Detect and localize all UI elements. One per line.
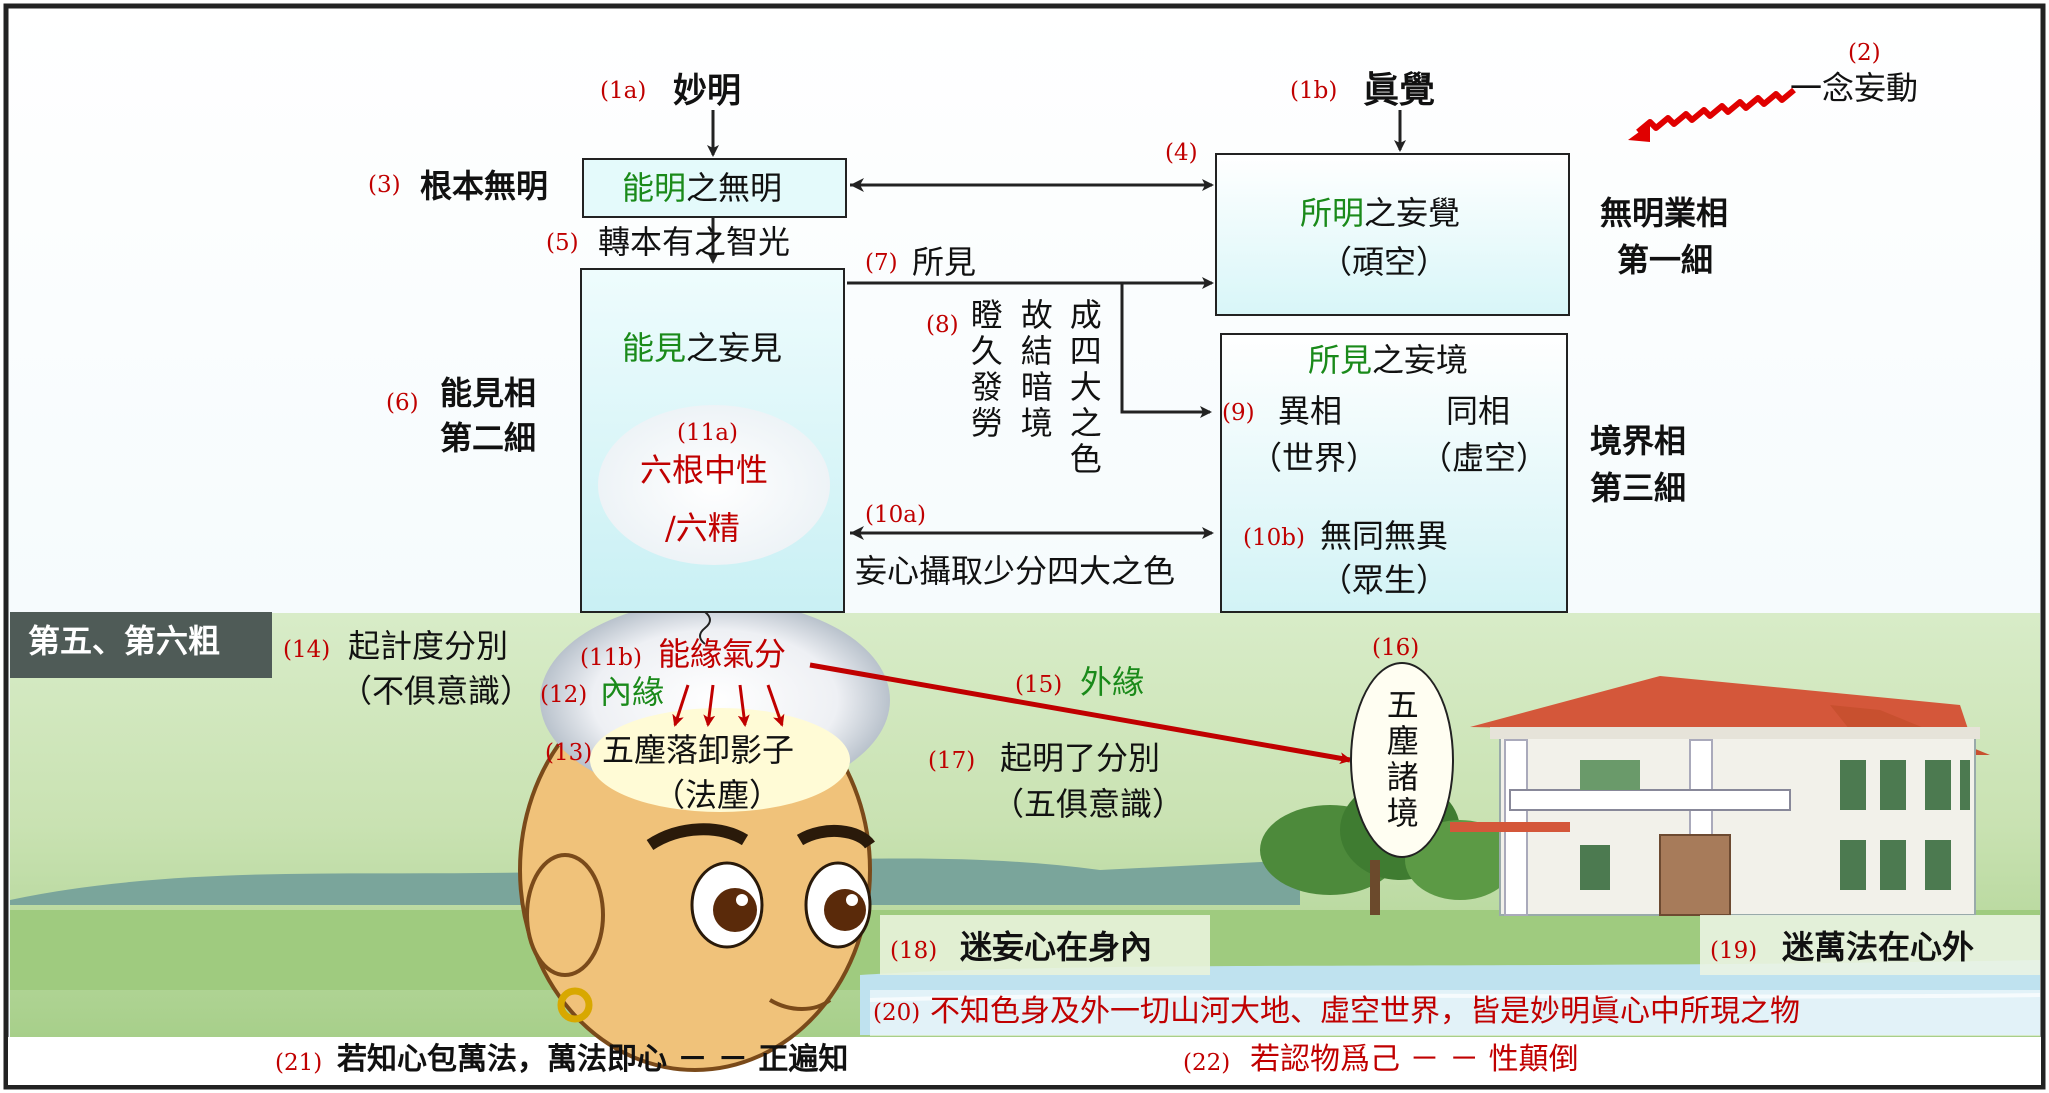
label-dierxi: 第二細 [440,419,537,457]
box3-text: 能見之妄見 [622,330,782,367]
label-5-num: (5) [546,230,579,256]
box-suojian [1220,333,1568,613]
label-16-num: (16) [1372,635,1420,661]
label-18-num: (18) [890,938,938,964]
label-11b-num: (11b) [580,645,642,671]
box1-text: 能明之無明 [622,170,782,207]
label-nengyuan: 能緣氣分 [658,635,787,673]
box2-line2: （頑空） [1320,243,1449,281]
box2-black: 之妄覺 [1364,194,1461,232]
label-3-num: (3) [368,172,401,198]
box3-black: 之妄見 [686,329,783,367]
label-col3: 瞪久發勞 [965,298,1004,442]
label-21-num: (21) [275,1050,323,1076]
label-liujing: /六精 [665,509,740,547]
label-10b-num: (10b) [1243,525,1305,551]
label-17-num: (17) [928,748,976,774]
label-bujv: （不俱意識） [340,672,533,710]
banner-text: 第五、第六粗 [28,622,221,660]
label-col1: 成四大之色 [1064,298,1103,478]
box4-title: 所見之妄境 [1308,342,1468,379]
house [1450,676,1990,916]
label-fachen: （法塵） [653,776,782,814]
box2-green: 所明 [1300,194,1365,232]
label-neiyuan: 內緣 [600,673,665,711]
label-buzhi: 不知色身及外一切山河大地、虛空世界，皆是妙明眞心中所現之物 [930,994,1800,1029]
label-tongxiang: 同相 [1446,392,1511,430]
label-zhenjue: 眞覺 [1363,69,1436,111]
label-10a-num: (10a) [865,502,926,528]
box1-green: 能明 [622,169,687,207]
label-6-num: (6) [386,390,419,416]
label-genben: 根本無明 [420,167,549,205]
label-shijie: （世界） [1250,439,1379,477]
box4-black: 之妄境 [1372,341,1469,379]
label-disanxi: 第三細 [1590,469,1687,507]
box4-green: 所見 [1308,341,1373,379]
label-xukong: （虛空） [1420,439,1549,477]
red-arrows [672,662,1352,765]
banner-bg [10,612,272,678]
label-nengjianxiang: 能見相 [440,374,537,412]
label-14-num: (14) [283,637,331,663]
label-zhongsheng: （眾生） [1320,561,1449,599]
label-2-num: (2) [1848,40,1881,66]
label-suojian: 所見 [912,243,977,281]
box-suoming [1215,153,1570,316]
dust-shadow-glow [590,708,850,812]
label-mi2: 迷萬法在心外 [1782,928,1975,966]
box3-green: 能見 [622,329,687,367]
liugen-ellipse [598,405,830,565]
label-4-num: (4) [1165,140,1198,166]
label-8-num: (8) [926,312,959,338]
label-yinian: 一念妄動 [1790,69,1919,107]
label-qiming: 起明了分別 [1000,739,1161,777]
label-20-num: (20) [873,1000,921,1026]
box-nengming [582,158,847,218]
label-wuchen-jing: 五塵諸境 [1381,688,1420,832]
label-mi1: 迷妄心在身內 [960,928,1153,966]
label-7-num: (7) [865,250,898,276]
label-miaoming: 妙明 [673,71,741,111]
label-wujv: （五俱意識） [992,785,1185,823]
label-15-num: (15) [1015,672,1063,698]
label-22-num: (22) [1183,1050,1231,1076]
wavy-arrow-icon [1628,87,1796,142]
label-13-num: (13) [545,740,593,766]
label-ruozhi: 若知心包萬法，萬法即心 － － 正遍知 [337,1042,849,1077]
label-zhuan: 轉本有之智光 [598,223,791,261]
wuchen-ellipse [1350,662,1454,858]
label-jingjiexiang: 境界相 [1590,422,1687,460]
label-yixiang: 異相 [1278,392,1343,430]
label-diyixi: 第一細 [1617,241,1714,279]
label-col2: 故結暗境 [1015,298,1054,442]
label-12-num: (12) [540,682,588,708]
label-1b-num: (1b) [1290,78,1338,104]
label-qiji: 起計度分別 [348,627,509,665]
label-wangxin: 妄心攝取少分四大之色 [855,552,1176,590]
label-9-num: (9) [1222,400,1255,426]
box2-line1: 所明之妄覺 [1300,195,1460,232]
label-wuming-yexiang: 無明業相 [1600,194,1729,232]
label-liugen: 六根中性 [640,451,769,489]
label-19-num: (19) [1710,938,1758,964]
label-wutong: 無同無異 [1320,517,1449,555]
label-waiyuan: 外緣 [1080,663,1145,701]
label-1a-num: (1a) [600,78,647,104]
label-ruoren: 若認物爲己 － － 性顛倒 [1250,1042,1579,1077]
label-wuchen: 五塵落卸影子 [602,731,795,769]
label-11a-num: (11a) [677,420,738,446]
box1-black: 之無明 [686,169,783,207]
bottom-strip [8,1037,2041,1085]
